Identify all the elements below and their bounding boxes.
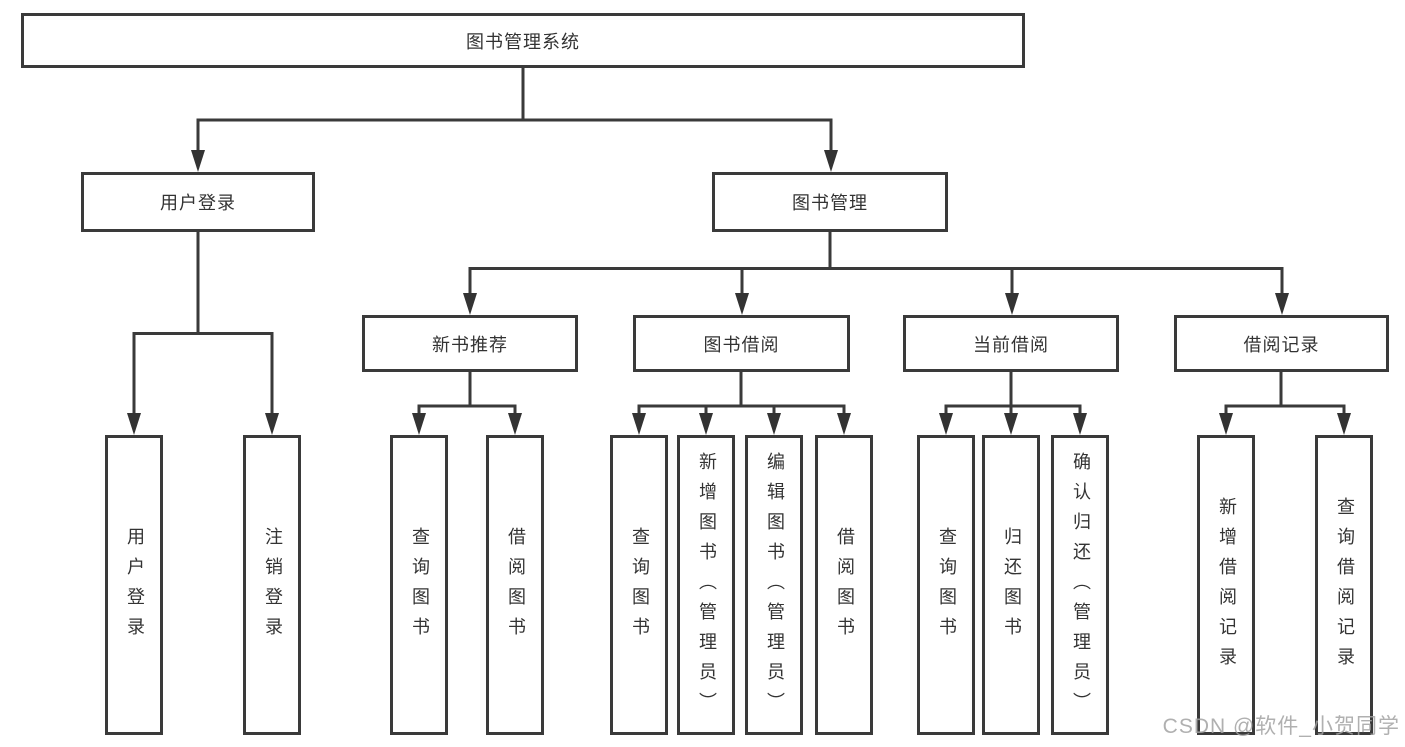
node-book-borrowing: 图书借阅	[633, 315, 850, 372]
arrowhead-down-icon	[508, 413, 522, 435]
arrowhead-down-icon	[463, 293, 477, 315]
arrowhead-down-icon	[824, 150, 838, 172]
leaf-current-confirm-return-admin: 确认归还（管理员）	[1051, 435, 1109, 735]
arrowhead-down-icon	[1005, 293, 1019, 315]
node-new-book-recommend: 新书推荐	[362, 315, 578, 372]
node-current-borrowing: 当前借阅	[903, 315, 1119, 372]
node-book-management: 图书管理	[712, 172, 948, 232]
arrowhead-down-icon	[1073, 413, 1087, 435]
leaf-borrow-borrow-books: 借阅图书	[815, 435, 873, 735]
node-user-login: 用户登录	[81, 172, 315, 232]
node-root-system: 图书管理系统	[21, 13, 1025, 68]
arrowhead-down-icon	[127, 413, 141, 435]
arrowhead-down-icon	[265, 413, 279, 435]
arrowhead-down-icon	[191, 150, 205, 172]
arrowhead-down-icon	[632, 413, 646, 435]
edge-book-mgmt-to-level3	[463, 232, 1289, 315]
leaf-borrow-edit-books-admin: 编辑图书（管理员）	[745, 435, 803, 735]
arrowhead-down-icon	[939, 413, 953, 435]
leaf-newbook-borrow-books: 借阅图书	[486, 435, 544, 735]
leaf-borrow-add-books-admin: 新增图书（管理员）	[677, 435, 735, 735]
arrowhead-down-icon	[1004, 413, 1018, 435]
arrowhead-down-icon	[735, 293, 749, 315]
edge-current-borrow-to-leaves	[939, 372, 1087, 435]
leaf-logout: 注销登录	[243, 435, 301, 735]
arrowhead-down-icon	[412, 413, 426, 435]
arrowhead-down-icon	[1219, 413, 1233, 435]
arrowhead-down-icon	[837, 413, 851, 435]
arrowhead-down-icon	[767, 413, 781, 435]
edge-root-to-level2	[191, 68, 838, 172]
edge-new-book-to-leaves	[412, 372, 522, 435]
leaf-record-query-borrow-record: 查询借阅记录	[1315, 435, 1373, 735]
edge-book-borrow-to-leaves	[632, 372, 851, 435]
leaf-current-return-books: 归还图书	[982, 435, 1040, 735]
arrowhead-down-icon	[1337, 413, 1351, 435]
leaf-newbook-query-books: 查询图书	[390, 435, 448, 735]
leaf-record-add-borrow-record: 新增借阅记录	[1197, 435, 1255, 735]
csdn-watermark: CSDN @软件_小贺同学	[1162, 715, 1400, 738]
edge-user-login-to-leaves	[127, 232, 279, 435]
node-borrowing-records: 借阅记录	[1174, 315, 1389, 372]
leaf-current-query-books: 查询图书	[917, 435, 975, 735]
arrowhead-down-icon	[699, 413, 713, 435]
arrowhead-down-icon	[1275, 293, 1289, 315]
leaf-user-login: 用户登录	[105, 435, 163, 735]
edge-borrow-record-to-leaves	[1219, 372, 1351, 435]
leaf-borrow-query-books: 查询图书	[610, 435, 668, 735]
